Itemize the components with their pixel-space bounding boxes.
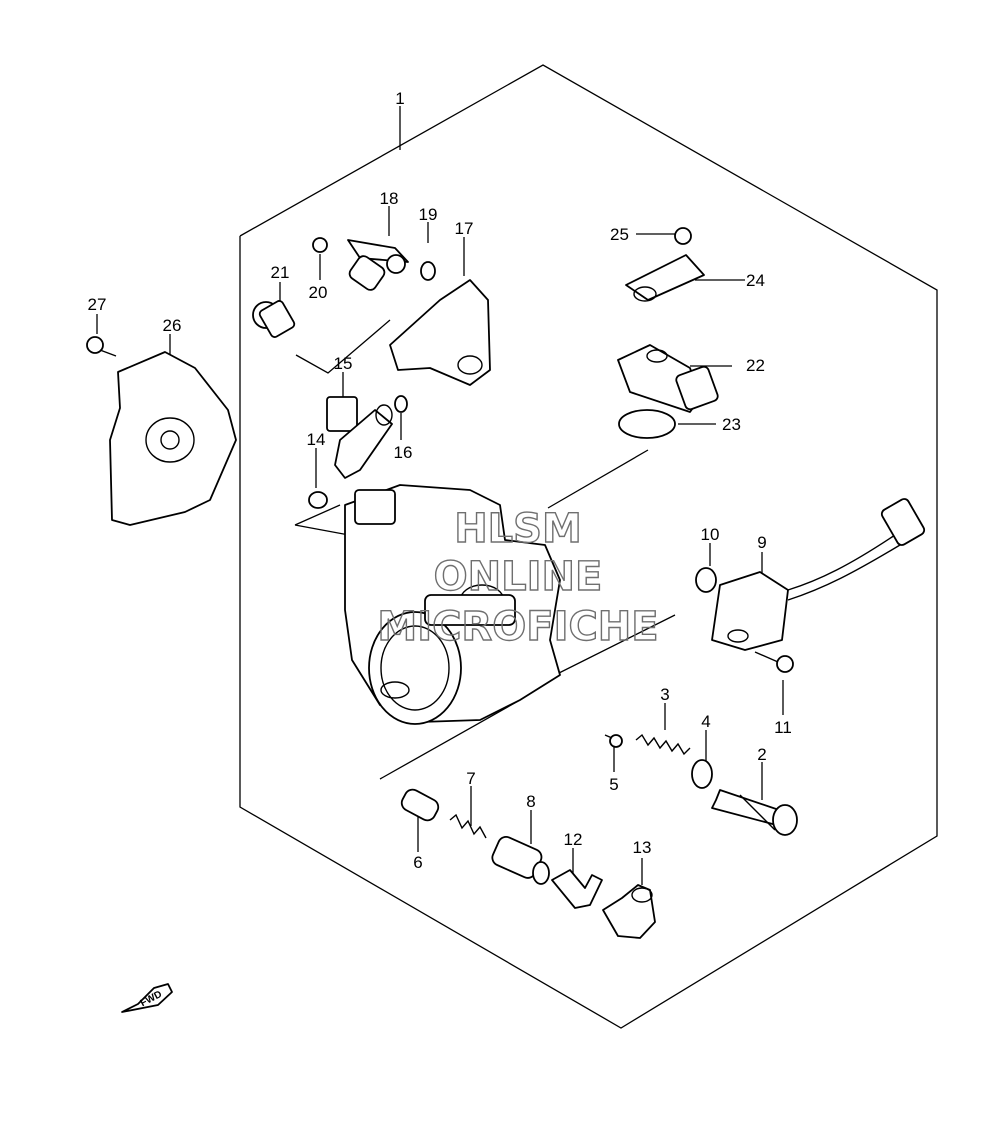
throttle-body xyxy=(344,484,561,725)
part-16-o-ring xyxy=(394,395,408,413)
part-22-sensor xyxy=(617,344,719,413)
part-2-screw xyxy=(711,789,798,836)
part-17-fuel-rail xyxy=(389,279,491,386)
callouts: 1 2 3 4 5 6 7 8 9 10 11 12 13 14 15 16 1… xyxy=(88,89,792,872)
part-12-hose xyxy=(551,869,603,909)
callout-6: 6 xyxy=(413,853,422,872)
callout-2: 2 xyxy=(757,745,766,764)
part-3-spring xyxy=(635,733,691,756)
callout-7: 7 xyxy=(466,769,475,788)
part-13-elbow xyxy=(602,884,656,939)
part-9-sensor xyxy=(711,498,926,651)
part-25-screw xyxy=(674,227,692,245)
callout-20: 20 xyxy=(309,283,328,302)
watermark-line-3: MICROFICHE xyxy=(377,604,658,650)
part-18-fitting xyxy=(347,239,409,291)
watermark-line-2: ONLINE xyxy=(434,554,603,600)
part-20-screw xyxy=(312,237,328,253)
part-11-bolt xyxy=(754,651,794,673)
callout-15: 15 xyxy=(334,354,353,373)
callout-1: 1 xyxy=(395,89,404,108)
callout-4: 4 xyxy=(701,712,710,731)
callout-13: 13 xyxy=(633,838,652,857)
callout-14: 14 xyxy=(307,430,326,449)
callout-23: 23 xyxy=(722,415,741,434)
part-15-injector xyxy=(326,396,393,479)
callout-11: 11 xyxy=(774,718,792,737)
fwd-direction-badge: FWD xyxy=(121,983,173,1013)
callout-22: 22 xyxy=(746,356,765,375)
watermark-line-1: HLSM xyxy=(454,506,582,552)
callout-17: 17 xyxy=(455,219,474,238)
part-4-o-ring xyxy=(691,759,713,789)
callout-10: 10 xyxy=(701,525,720,544)
part-21-cap xyxy=(252,300,296,338)
part-14-o-ring xyxy=(308,491,328,509)
callout-8: 8 xyxy=(526,792,535,811)
callout-26: 26 xyxy=(163,316,182,335)
callout-5: 5 xyxy=(609,775,618,794)
part-19-o-ring xyxy=(420,261,436,281)
part-24-bracket xyxy=(625,254,705,302)
callout-24: 24 xyxy=(746,271,765,290)
part-27-screw xyxy=(86,336,117,357)
callout-19: 19 xyxy=(419,205,438,224)
part-23-o-ring xyxy=(618,409,676,439)
part-8-valve xyxy=(491,836,550,885)
callout-21: 21 xyxy=(271,263,290,282)
callout-3: 3 xyxy=(660,685,669,704)
callout-9: 9 xyxy=(757,533,766,552)
part-10-o-ring xyxy=(695,567,717,593)
part-7-spring xyxy=(449,813,487,839)
part-5-screw xyxy=(604,734,623,748)
callout-18: 18 xyxy=(380,189,399,208)
part-6-plunger xyxy=(400,788,440,822)
callout-16: 16 xyxy=(394,443,413,462)
part-26-cover xyxy=(109,351,237,526)
callout-12: 12 xyxy=(564,830,583,849)
assembly-boundary xyxy=(239,64,938,1029)
callout-25: 25 xyxy=(610,225,629,244)
callout-27: 27 xyxy=(88,295,107,314)
watermark: HLSM ONLINE MICROFICHE xyxy=(377,505,660,650)
